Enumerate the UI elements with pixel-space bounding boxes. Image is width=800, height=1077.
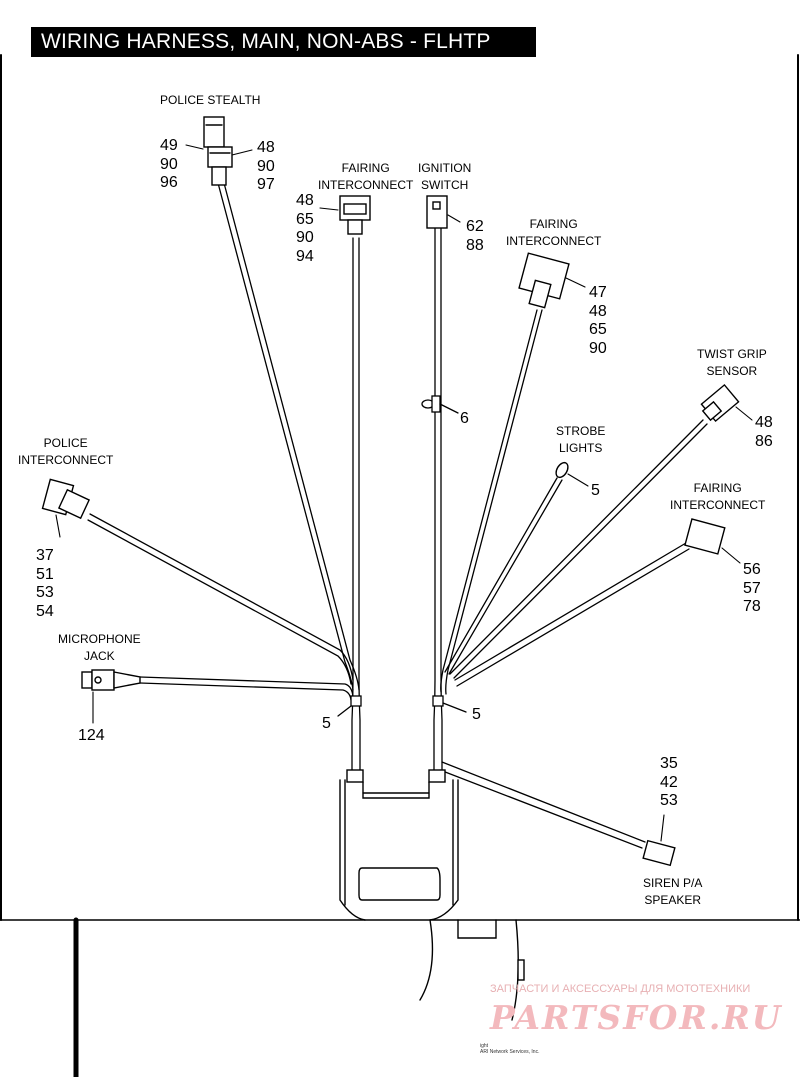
clip-right-ref: 5 — [472, 706, 481, 723]
twist-grip-connector — [700, 383, 740, 423]
strobe-lights-label: STROBE LIGHTS — [556, 424, 606, 455]
fairing-interconnect-3-connector — [684, 518, 726, 555]
watermark-logo: PARTSFOR.RU — [490, 998, 783, 1037]
fairing-interconnect-3-refs: 56 57 78 — [743, 561, 761, 615]
harness-branches — [87, 182, 708, 849]
page-title: WIRING HARNESS, MAIN, NON-ABS - FLHTP — [31, 27, 536, 57]
fairing-interconnect-1-refs: 48 65 90 94 — [296, 192, 314, 265]
fairing-interconnect-1-label: FAIRING INTERCONNECT — [318, 161, 414, 192]
fairing-body — [339, 769, 525, 1021]
microphone-jack-ref: 124 — [78, 727, 105, 744]
fairing-interconnect-2-label: FAIRING INTERCONNECT — [506, 217, 602, 248]
police-stealth-label: POLICE STEALTH — [160, 93, 261, 107]
twist-grip-sensor-label: TWIST GRIP SENSOR — [697, 347, 767, 378]
fairing-interconnect-2-refs: 47 48 65 90 — [589, 284, 607, 357]
harness-clip-6 — [421, 395, 459, 414]
watermark-tagline: ЗАПЧАСТИ И АКСЕССУАРЫ ДЛЯ МОТОТЕХНИКИ — [490, 983, 751, 995]
police-stealth-refs-right: 48 90 97 — [257, 139, 275, 193]
strobe-connector — [555, 461, 569, 479]
harness-clip-left — [337, 695, 362, 717]
siren-speaker-connector — [642, 839, 676, 867]
callout-leaders — [55, 144, 753, 842]
twist-grip-sensor-refs: 48 86 — [755, 414, 773, 450]
ignition-switch-connector — [426, 195, 448, 229]
police-stealth-connector — [203, 116, 233, 186]
siren-pa-speaker-label: SIREN P/A SPEAKER — [643, 876, 703, 907]
harness-clip-right — [432, 695, 467, 713]
clip-left-ref: 5 — [322, 715, 331, 732]
clip-harness-ref: 6 — [460, 410, 469, 427]
fairing-interconnect-2-connector — [518, 252, 570, 309]
siren-pa-speaker-refs: 35 42 53 — [660, 755, 678, 809]
microphone-jack-connector — [81, 669, 141, 691]
police-stealth-refs-left: 49 90 96 — [160, 137, 178, 191]
microphone-jack-label: MICROPHONE JACK — [58, 632, 141, 663]
fairing-interconnect-3-label: FAIRING INTERCONNECT — [670, 481, 766, 512]
copyright-text: ight ARI Network Services, Inc. — [480, 1043, 540, 1055]
fairing-interconnect-1-connector — [339, 195, 371, 235]
strobe-lights-ref: 5 — [591, 482, 600, 499]
ignition-switch-label: IGNITION SWITCH — [418, 161, 472, 192]
police-interconnect-label: POLICE INTERCONNECT — [18, 436, 114, 467]
main-harness-trunks — [351, 227, 443, 776]
police-interconnect-connector — [41, 478, 91, 520]
ignition-switch-refs: 62 88 — [466, 218, 484, 254]
police-interconnect-refs: 37 51 53 54 — [36, 547, 54, 620]
